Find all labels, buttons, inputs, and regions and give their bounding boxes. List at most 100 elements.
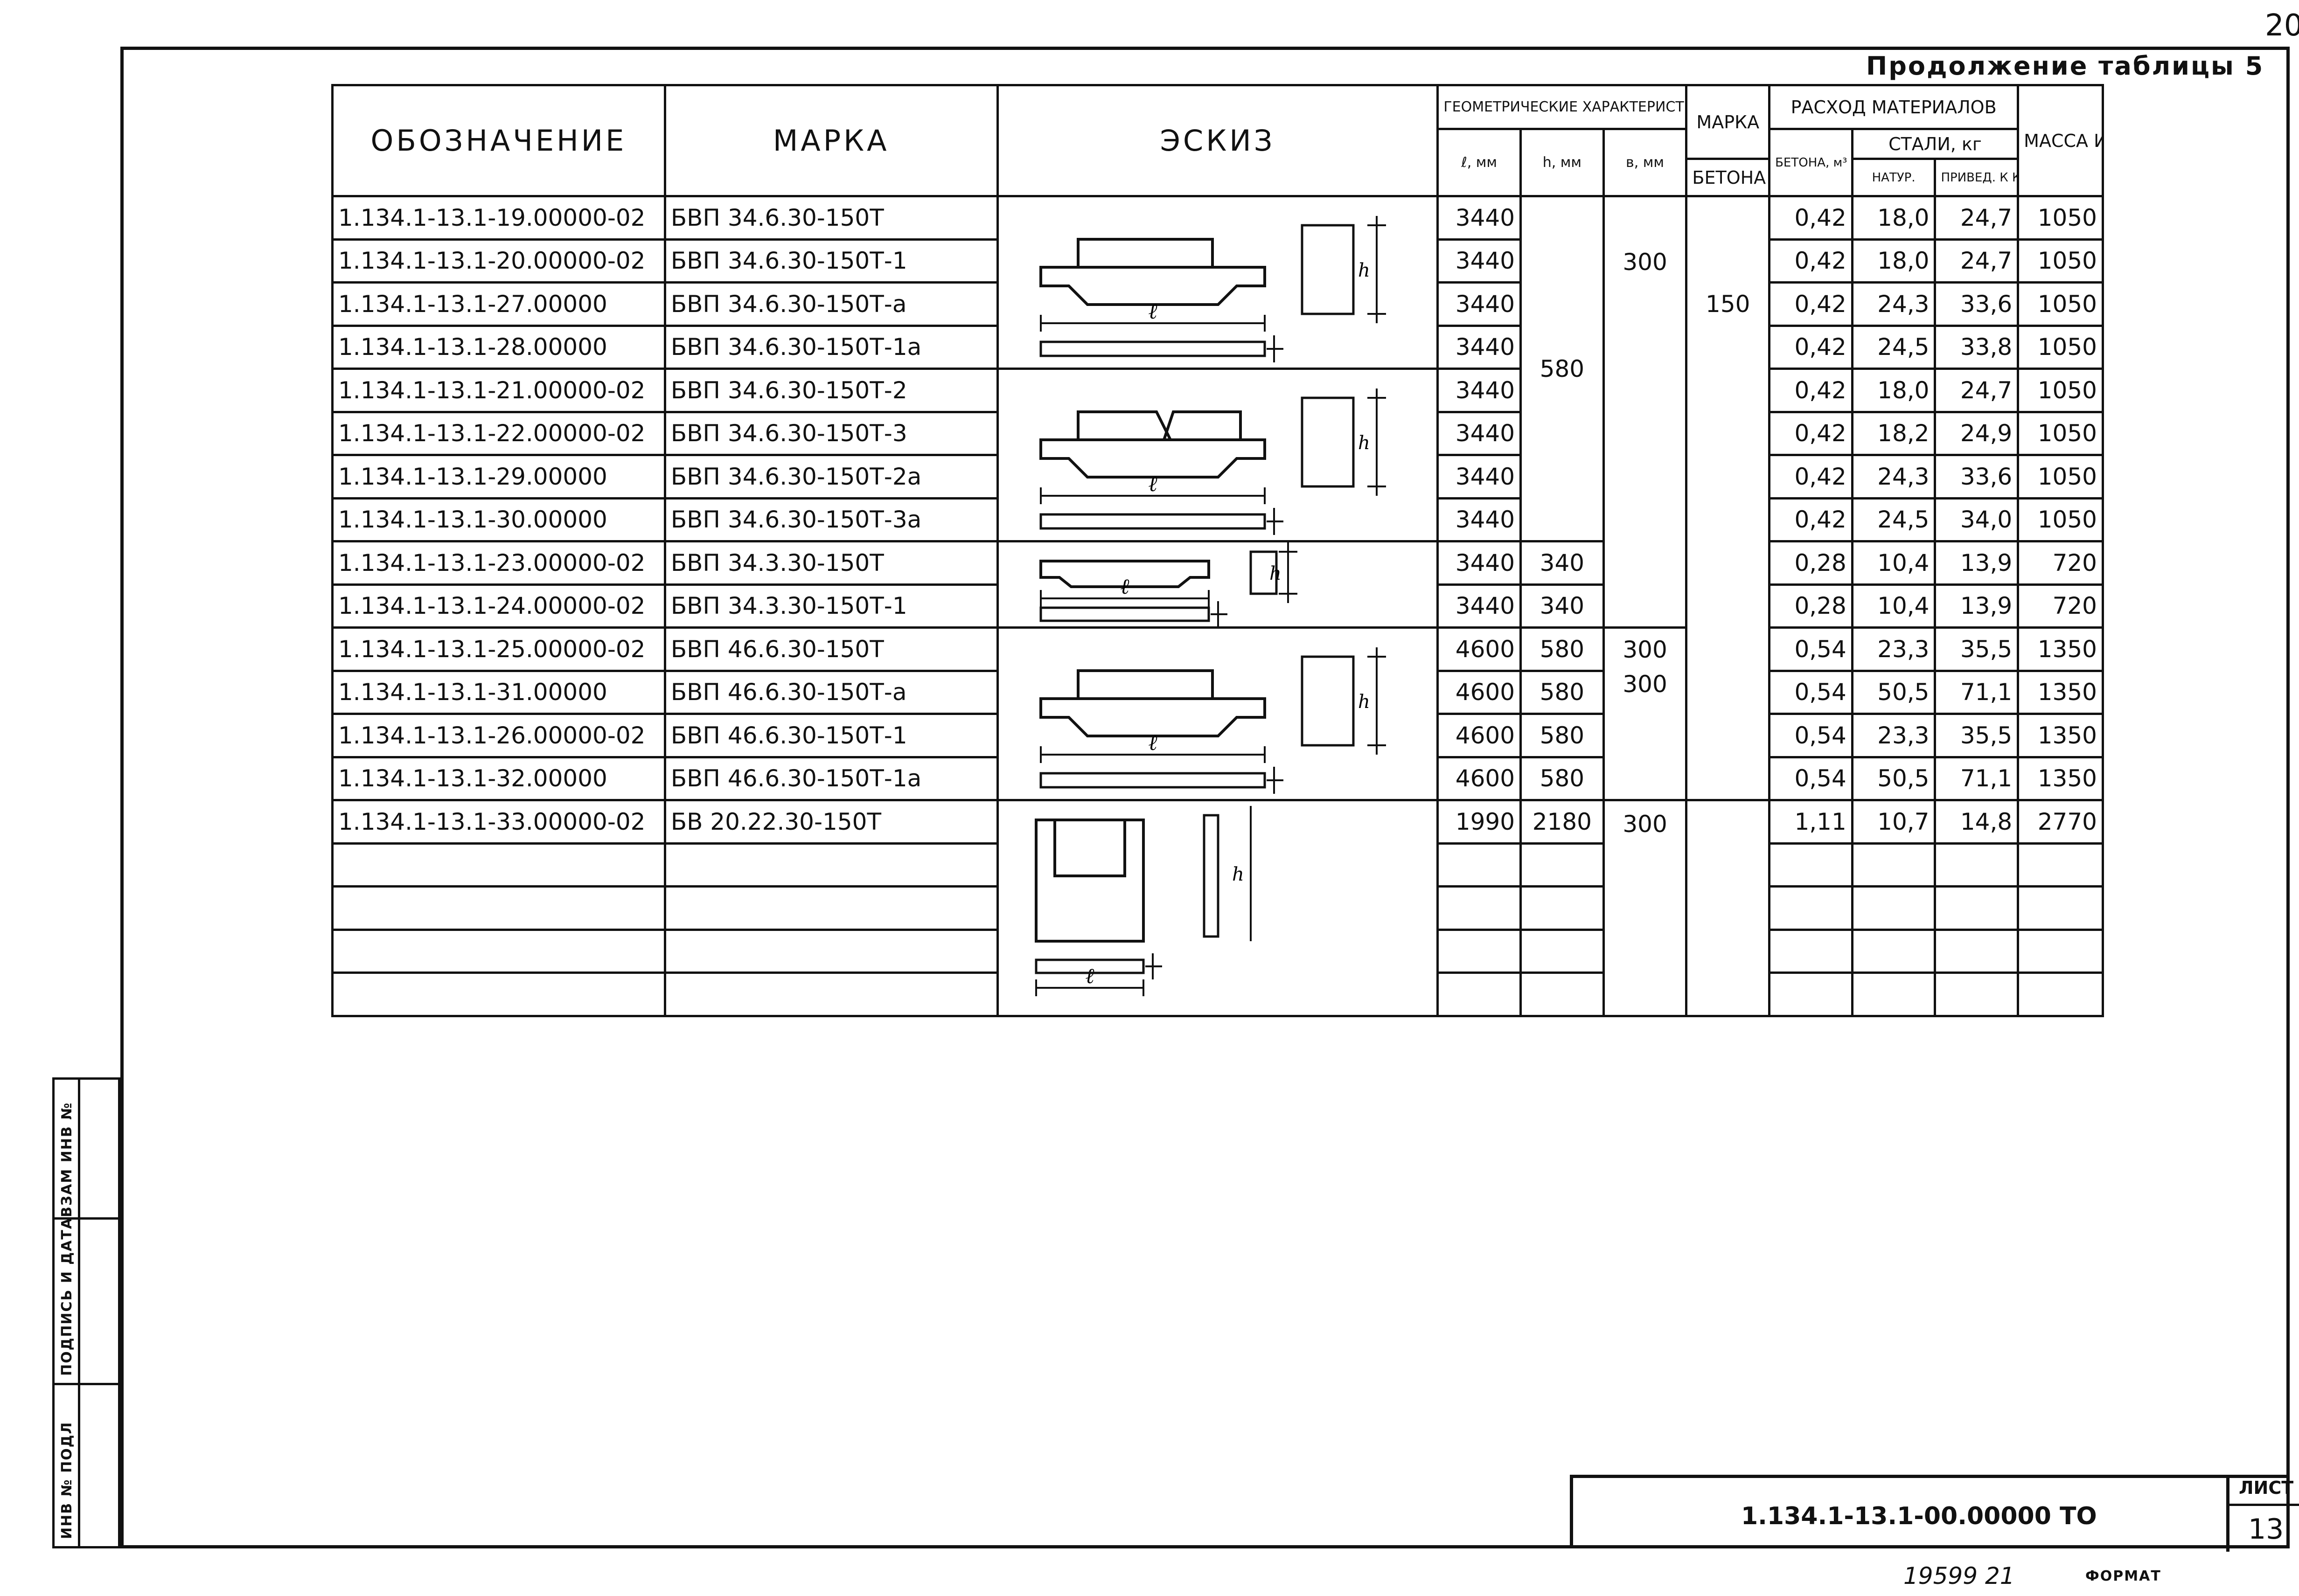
cell-steel-natural: 18,0 <box>1851 368 1937 413</box>
cell-mass: 1350 <box>2017 756 2104 801</box>
cell-steel-reduced: 13,9 <box>1934 583 2020 629</box>
cell-length <box>1436 842 1522 888</box>
cell-height: 340 <box>1519 583 1605 629</box>
cell-width: 300 <box>1602 799 1688 1017</box>
header-steel-reduced: ПРИВЕД. К КЛ.А-I <box>1934 158 2020 197</box>
cell-length: 4600 <box>1436 626 1522 672</box>
footer-number: 19599 21 <box>1903 1562 2015 1589</box>
cell-designation: 1.134.1-13.1-21.00000-02 <box>331 368 666 413</box>
dimension-label-h: h <box>1269 563 1282 584</box>
cell-designation: 1.134.1-13.1-33.00000-02 <box>331 799 666 845</box>
cell-mark: БВП 34.6.30-150Т-1а <box>663 324 999 370</box>
cell-length <box>1436 928 1522 974</box>
stamp-inv-original: ИНВ № ПОДЛ <box>59 1421 75 1539</box>
cell-mass: 1350 <box>2017 713 2104 758</box>
cell-steel-reduced: 33,6 <box>1934 454 2020 500</box>
document-code: 1.134.1-13.1-00.00000 ТО <box>1741 1502 2097 1530</box>
beam-front-shape <box>1039 238 1266 306</box>
cell-height: 2180 <box>1519 799 1605 845</box>
header-steel: СТАЛИ, кг <box>1851 128 2020 160</box>
table-row <box>331 842 2104 888</box>
cell-designation: 1.134.1-13.1-32.00000 <box>331 756 666 801</box>
cell-length: 3440 <box>1436 281 1522 327</box>
stamp-sign-date: ПОДПИСЬ И ДАТА <box>59 1217 75 1376</box>
beam-plan-view <box>1039 606 1210 622</box>
beam-front-shape <box>1039 669 1266 737</box>
cell-width: 300 <box>1602 671 1688 801</box>
page-number: 20 <box>2265 8 2299 43</box>
dimension-label-h: h <box>1232 864 1244 885</box>
cell-designation <box>331 928 666 974</box>
cell-steel-natural: 10,7 <box>1851 799 1937 845</box>
cell-designation: 1.134.1-13.1-26.00000-02 <box>331 713 666 758</box>
cell-mass <box>2017 971 2104 1017</box>
header-mark: МАРКА <box>663 84 999 197</box>
cell-concrete-volume <box>1768 928 1853 974</box>
header-concrete-volume: БЕТОНА, м³ <box>1768 128 1853 197</box>
cell-mass: 1050 <box>2017 324 2104 370</box>
spec-table: ОБОЗНАЧЕНИЕ МАРКА ЭСКИЗ ГЕОМЕТРИЧЕСКИЕ Х… <box>331 84 2104 1017</box>
table-row <box>331 971 2104 1017</box>
cell-height <box>1519 928 1605 974</box>
cell-concrete-grade <box>1685 799 1771 1017</box>
cell-concrete-volume: 0,42 <box>1768 324 1853 370</box>
header-h: h, мм <box>1519 128 1605 197</box>
header-materials: РАСХОД МАТЕРИАЛОВ <box>1768 84 2020 130</box>
cell-steel-natural: 24,3 <box>1851 454 1937 500</box>
cell-mark: БВП 46.6.30-150Т <box>663 626 999 672</box>
cell-designation: 1.134.1-13.1-22.00000-02 <box>331 410 666 456</box>
cell-mark: БВП 34.3.30-150Т-1 <box>663 583 999 629</box>
cell-concrete-volume: 0,42 <box>1768 410 1853 456</box>
stamp-value-cell <box>78 1217 120 1385</box>
cell-steel-reduced: 24,7 <box>1934 195 2020 241</box>
cell-steel-reduced: 24,7 <box>1934 368 2020 413</box>
cell-concrete-volume: 0,54 <box>1768 669 1853 715</box>
cell-length: 3440 <box>1436 497 1522 542</box>
cell-designation: 1.134.1-13.1-24.00000-02 <box>331 583 666 629</box>
cell-mass: 2770 <box>2017 799 2104 845</box>
cell-mass <box>2017 885 2104 931</box>
sketch-drawing: ℓh <box>1039 216 1386 362</box>
cell-mark <box>663 885 999 931</box>
cell-mark: БВП 34.6.30-150Т-2а <box>663 454 999 500</box>
cell-mass: 1050 <box>2017 410 2104 456</box>
cell-mass: 1050 <box>2017 368 2104 413</box>
cell-concrete-volume: 0,42 <box>1768 368 1853 413</box>
dimension-label-h: h <box>1358 691 1370 713</box>
cell-concrete-volume <box>1768 842 1853 888</box>
cell-steel-natural: 23,3 <box>1851 713 1937 758</box>
table-row <box>331 928 2104 974</box>
cell-mark: БВП 34.3.30-150Т <box>663 540 999 586</box>
cell-concrete-volume: 0,28 <box>1768 583 1853 629</box>
cell-designation: 1.134.1-13.1-20.00000-02 <box>331 238 666 284</box>
cell-height <box>1519 842 1605 888</box>
cell-width: 300 <box>1602 195 1688 629</box>
dimension-label-h: h <box>1358 432 1370 454</box>
cell-mass: 1050 <box>2017 281 2104 327</box>
cell-steel-natural: 18,0 <box>1851 195 1937 241</box>
beam-plan-view <box>1039 513 1266 530</box>
cell-height: 580 <box>1519 195 1605 542</box>
cell-concrete-volume: 0,54 <box>1768 626 1853 672</box>
cell-concrete-volume <box>1768 971 1853 1017</box>
cell-designation: 1.134.1-13.1-19.00000-02 <box>331 195 666 241</box>
cell-steel-natural: 23,3 <box>1851 626 1937 672</box>
cell-height: 580 <box>1519 756 1605 801</box>
sheet-number: 13 <box>2248 1513 2284 1546</box>
cell-designation: 1.134.1-13.1-28.00000 <box>331 324 666 370</box>
dimension-label-l: ℓ <box>1148 298 1157 324</box>
block-side-view <box>1203 814 1219 938</box>
cell-mark: БВ 20.22.30-150Т <box>663 799 999 845</box>
header-concrete-grade-bottom: БЕТОНА <box>1685 158 1771 197</box>
block-front-shape <box>1034 819 1145 943</box>
cell-steel-natural: 10,4 <box>1851 540 1937 586</box>
